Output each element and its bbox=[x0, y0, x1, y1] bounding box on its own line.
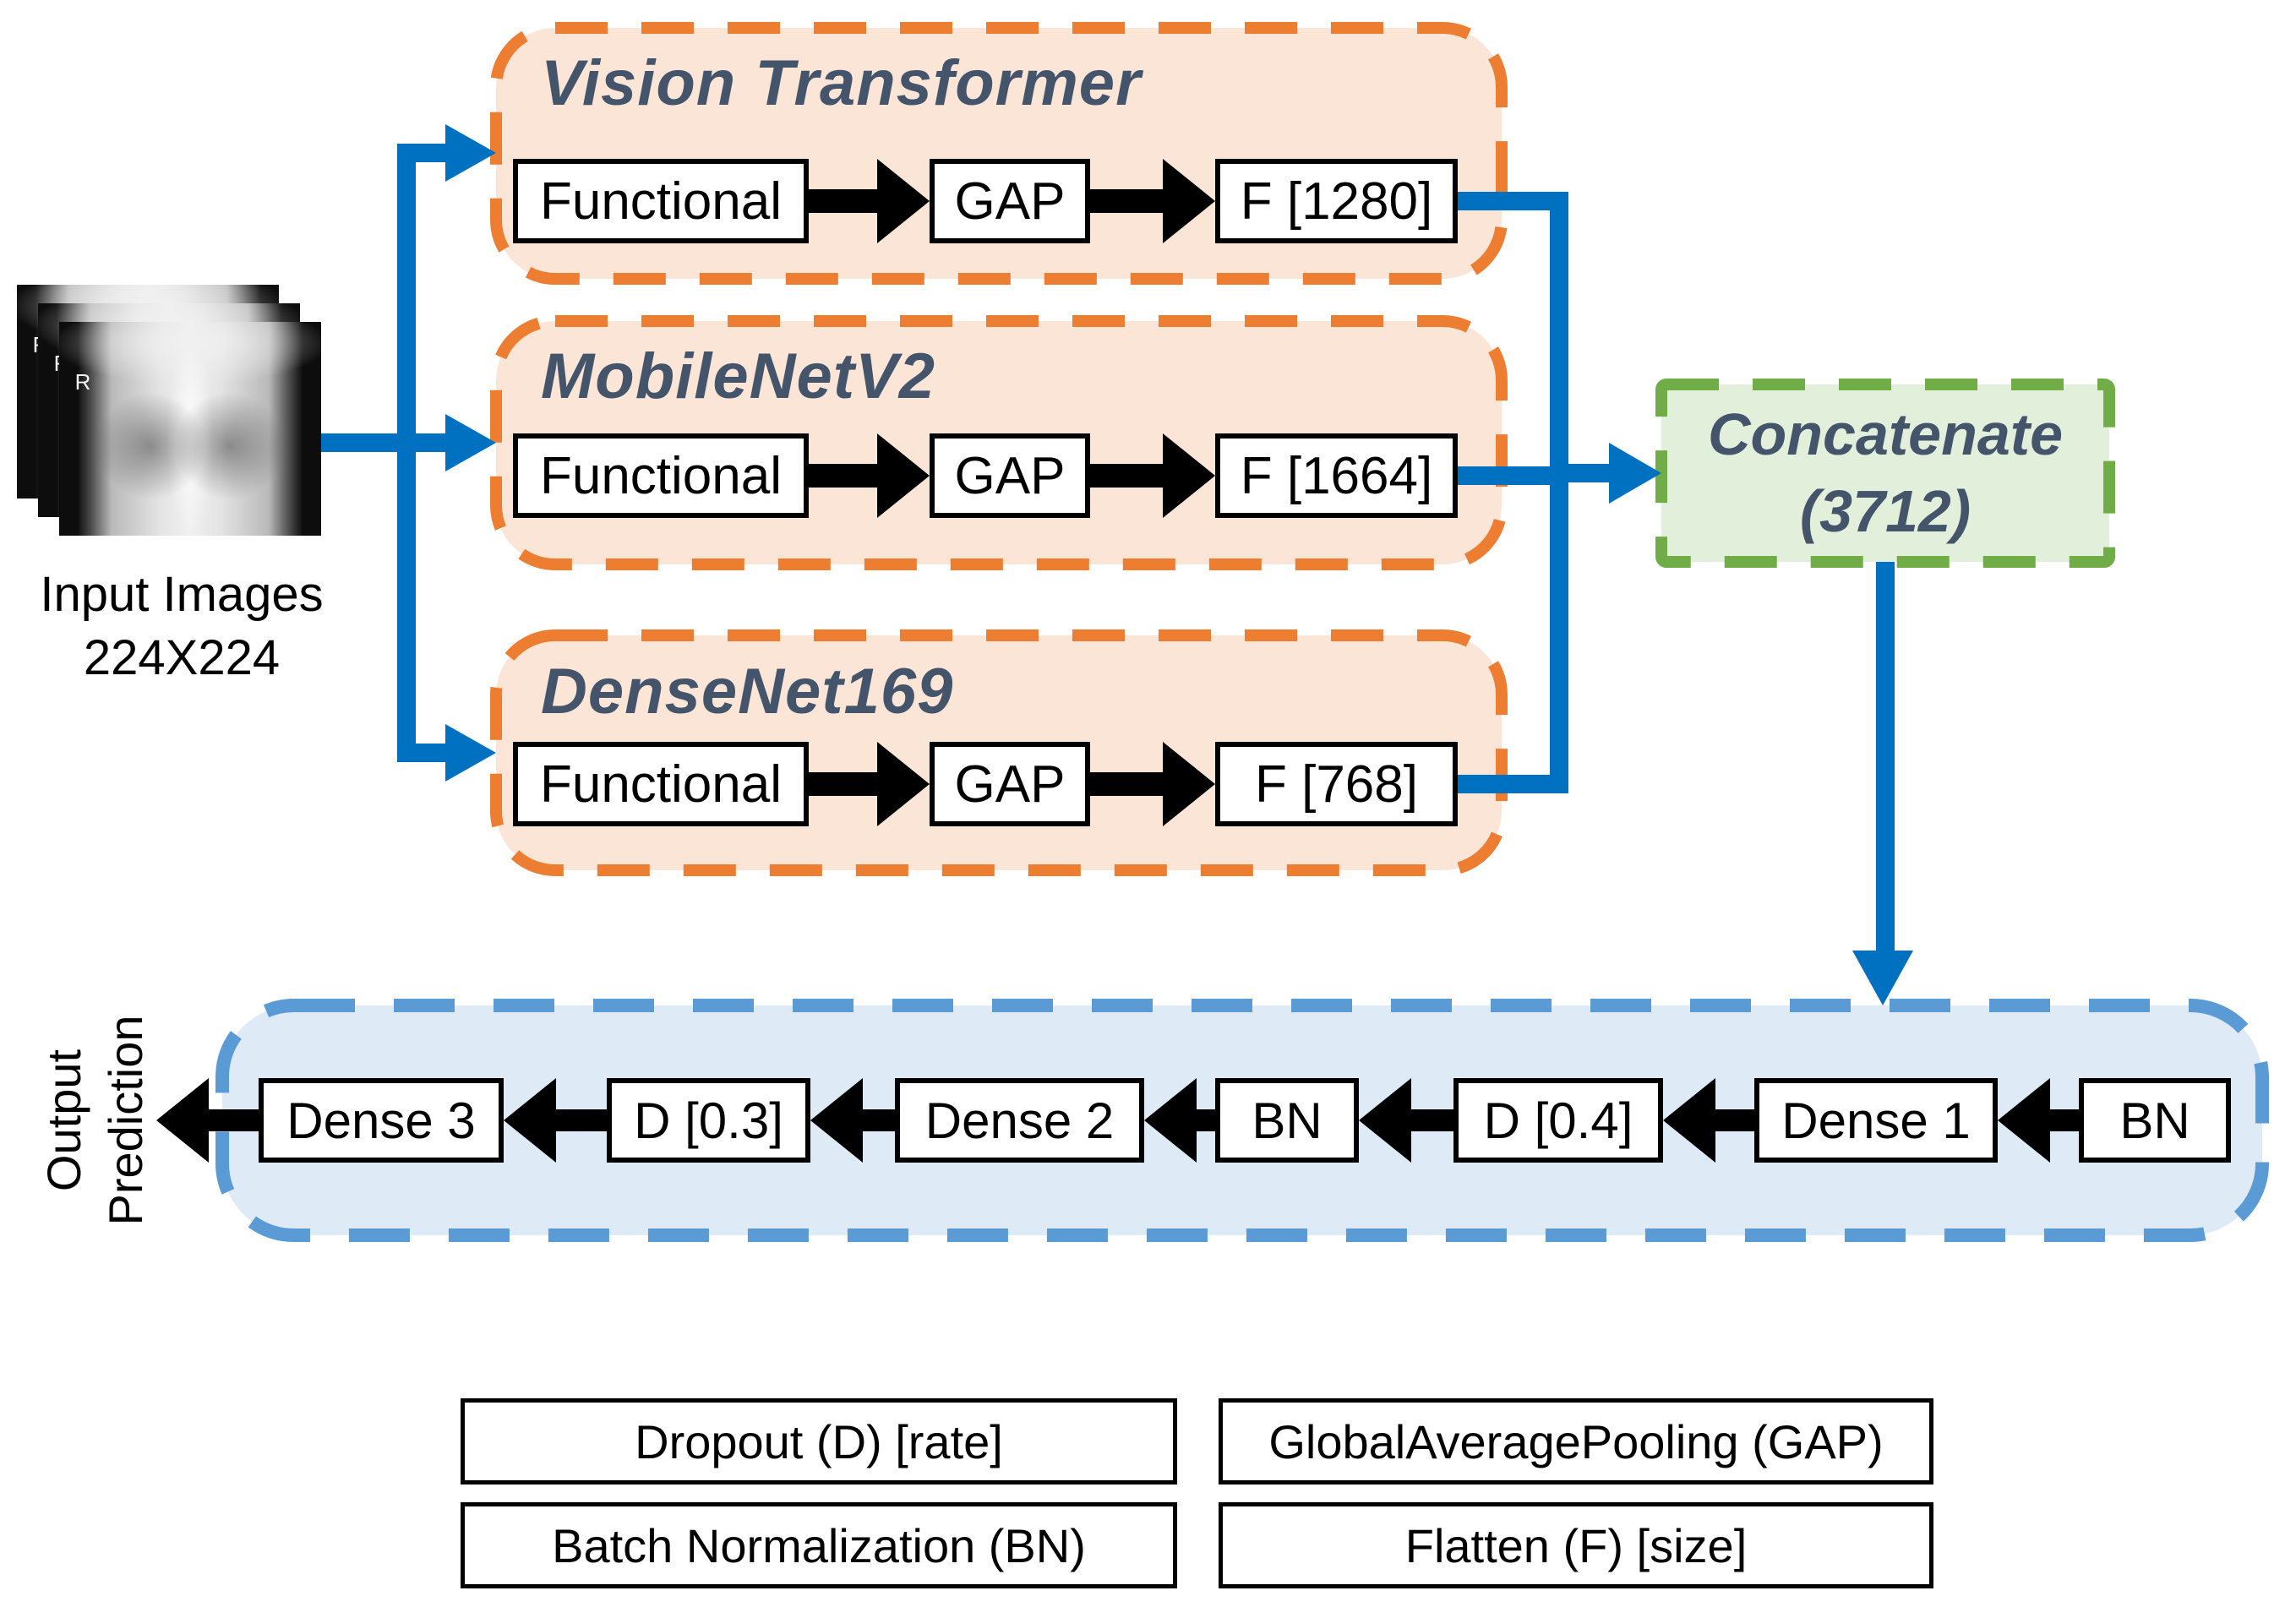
output-label-line2: Prediction bbox=[99, 1015, 152, 1226]
input-split-connector bbox=[321, 124, 496, 782]
arrowhead-into-vit bbox=[445, 124, 496, 182]
dense3-box: Dense 3 bbox=[259, 1078, 504, 1163]
arrowhead-into-mobilenet bbox=[445, 414, 496, 471]
mobilenet-gap-box: GAP bbox=[930, 433, 1090, 518]
concatenate-label: Concatenate (3712) bbox=[1661, 384, 2109, 562]
concat-to-classifier-connector bbox=[1852, 562, 1913, 1005]
arrowhead-into-densenet bbox=[445, 724, 496, 782]
legend-batch-normalization: Batch Normalization (BN) bbox=[461, 1502, 1177, 1588]
input-caption: Input Images 224X224 bbox=[8, 563, 355, 690]
mobilenet-functional-box: Functional bbox=[513, 433, 809, 518]
densenet-flatten-box: F [768] bbox=[1215, 742, 1458, 826]
dense1-box: Dense 1 bbox=[1754, 1078, 1998, 1163]
dropout-0-4-box: D [0.4] bbox=[1453, 1078, 1663, 1163]
arrowhead-into-classifier bbox=[1852, 951, 1913, 1005]
input-caption-line1: Input Images bbox=[40, 567, 324, 622]
feature-merge-connector bbox=[1458, 192, 1661, 793]
branch-title-vision-transformer: Vision Transformer bbox=[541, 47, 1142, 119]
xray-side-marker: R bbox=[74, 368, 91, 395]
dropout-0-3-box: D [0.3] bbox=[607, 1078, 810, 1163]
dense2-box: Dense 2 bbox=[895, 1078, 1144, 1163]
input-caption-line2: 224X224 bbox=[83, 630, 281, 686]
batchnorm-right-box: BN bbox=[2079, 1078, 2231, 1163]
batchnorm-mid-box: BN bbox=[1215, 1078, 1359, 1163]
arrowhead-output bbox=[156, 1078, 209, 1163]
classifier-flow-arrows bbox=[156, 1078, 2079, 1163]
branch-flow-arrows bbox=[809, 159, 1215, 826]
output-label-line1: Output bbox=[37, 1049, 91, 1192]
vit-flatten-box: F [1280] bbox=[1215, 159, 1458, 243]
output-prediction-label: Output Prediction bbox=[11, 993, 180, 1248]
legend-globalaveragepooling: GlobalAveragePooling (GAP) bbox=[1219, 1398, 1933, 1485]
arrowhead-into-concatenate bbox=[1609, 443, 1661, 504]
legend-dropout: Dropout (D) [rate] bbox=[461, 1398, 1177, 1485]
concatenate-label-line2: (3712) bbox=[1799, 478, 1972, 544]
legend-flatten: Flatten (F) [size] bbox=[1219, 1502, 1933, 1588]
branch-title-mobilenetv2: MobileNetV2 bbox=[541, 340, 936, 412]
densenet-functional-box: Functional bbox=[513, 742, 809, 826]
mobilenet-flatten-box: F [1664] bbox=[1215, 433, 1458, 518]
concatenate-label-line1: Concatenate bbox=[1707, 401, 2064, 467]
vit-functional-box: Functional bbox=[513, 159, 809, 243]
densenet-gap-box: GAP bbox=[930, 742, 1090, 826]
branch-title-densenet169: DenseNet169 bbox=[541, 656, 954, 727]
vit-gap-box: GAP bbox=[930, 159, 1090, 243]
input-xray-image-front: R bbox=[59, 322, 321, 536]
